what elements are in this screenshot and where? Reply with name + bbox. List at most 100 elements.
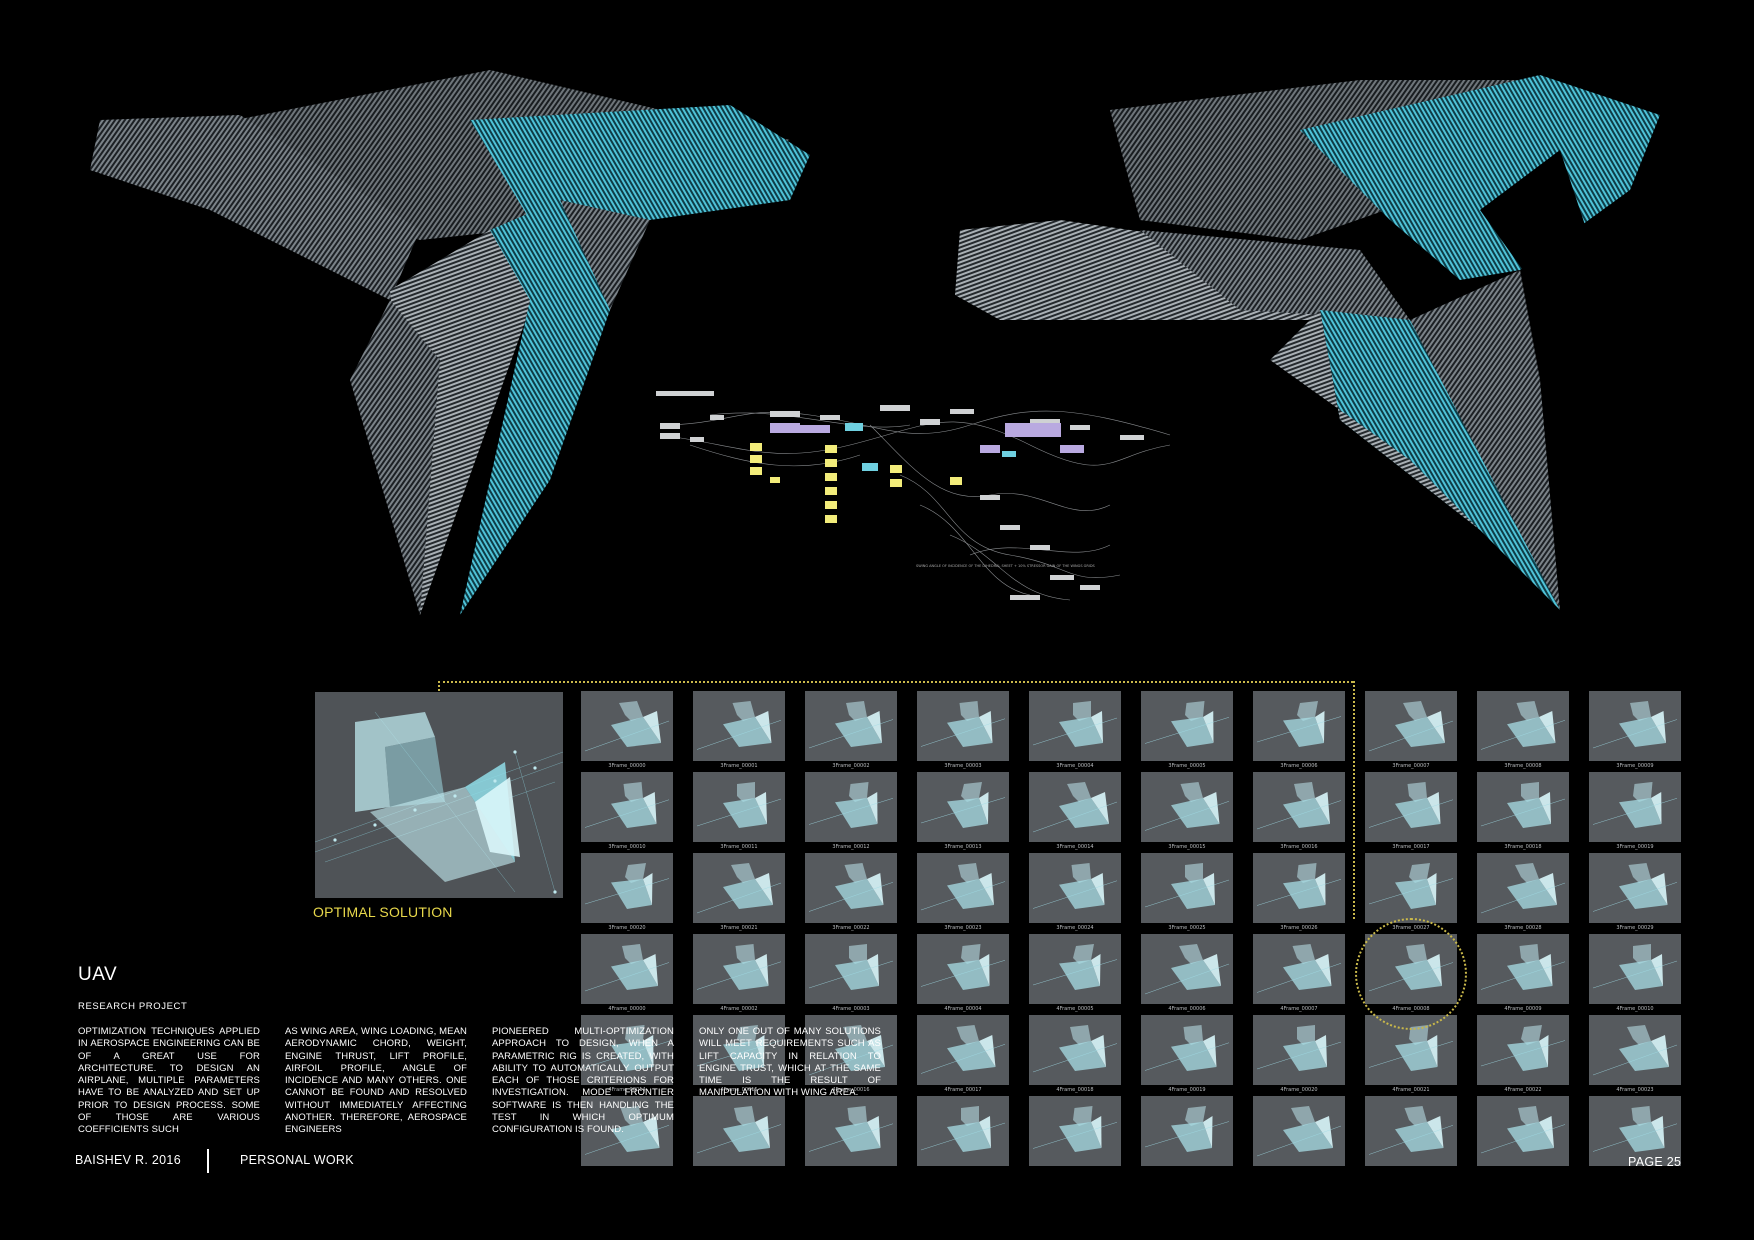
frame-thumbnail[interactable]: 3Frame_00004 (1029, 691, 1121, 769)
frame-thumbnail[interactable] (917, 1096, 1009, 1166)
frame-thumbnail[interactable]: 4Frame_00014 (581, 1015, 673, 1093)
frame-render (584, 782, 670, 828)
frame-label: 3Frame_00001 (720, 763, 758, 769)
frame-thumbnail[interactable]: 3Frame_00003 (917, 691, 1009, 769)
frame-thumbnail[interactable] (581, 1096, 673, 1166)
frame-thumbnail[interactable]: 4Frame_00022 (1477, 1015, 1569, 1093)
frame-thumbnail[interactable]: 3Frame_00002 (805, 691, 897, 769)
frame-render (808, 1106, 894, 1152)
frame-render (1592, 944, 1678, 990)
frame-render (584, 1025, 670, 1071)
frame-label: 3Frame_00007 (1392, 763, 1430, 769)
frame-label: 4Frame_00010 (1616, 1006, 1654, 1012)
frame-thumbnail[interactable]: 3Frame_00009 (1589, 691, 1681, 769)
frame-thumbnail[interactable]: 4Frame_00017 (917, 1015, 1009, 1093)
frame-thumbnail[interactable] (1365, 1096, 1457, 1166)
frame-thumbnail[interactable]: 4Frame_00010 (1589, 934, 1681, 1012)
frame-thumbnail[interactable]: 3Frame_00018 (1477, 772, 1569, 850)
frame-thumbnail[interactable]: 4Frame_00018 (1029, 1015, 1121, 1093)
selected-frame-ring (1355, 918, 1467, 1030)
frame-label: 4Frame_00015 (720, 1087, 758, 1093)
optimal-solution-viewport[interactable] (315, 692, 563, 898)
frame-render (1144, 863, 1230, 909)
frame-label: 4Frame_00022 (1504, 1087, 1542, 1093)
frame-thumbnail[interactable]: 3Frame_00019 (1589, 772, 1681, 850)
frame-thumbnail[interactable]: 4Frame_00019 (1141, 1015, 1233, 1093)
frame-thumbnail[interactable]: 3Frame_00013 (917, 772, 1009, 850)
frame-thumbnail[interactable]: 3Frame_00011 (693, 772, 785, 850)
frame-thumbnail[interactable] (693, 1096, 785, 1166)
frame-thumbnail[interactable]: 3Frame_00008 (1477, 691, 1569, 769)
frame-thumbnail[interactable]: 3Frame_00021 (693, 853, 785, 931)
frame-thumbnail[interactable]: 4Frame_00007 (1253, 934, 1345, 1012)
frame-thumbnail[interactable]: 3Frame_00024 (1029, 853, 1121, 931)
frame-thumbnail[interactable]: 4Frame_00023 (1589, 1015, 1681, 1093)
frame-render (1368, 1025, 1454, 1071)
frame-render (1256, 1025, 1342, 1071)
frame-thumbnail[interactable] (1589, 1096, 1681, 1166)
frame-thumbnail[interactable]: 3Frame_00029 (1589, 853, 1681, 931)
body-text-column-3: pioneered multi-optimization approach to… (492, 1026, 674, 1136)
frame-thumbnail[interactable]: 3Frame_00017 (1365, 772, 1457, 850)
frame-thumbnail[interactable]: 3Frame_00001 (693, 691, 785, 769)
frame-render (1256, 1106, 1342, 1157)
frame-render (1480, 782, 1566, 828)
frame-thumbnail[interactable]: 3Frame_00028 (1477, 853, 1569, 931)
frame-thumbnail[interactable]: 4Frame_00009 (1477, 934, 1569, 1012)
frame-thumbnail[interactable]: 4Frame_00003 (805, 934, 897, 1012)
frame-render (696, 944, 782, 990)
frame-thumbnail[interactable]: 4Frame_00004 (917, 934, 1009, 1012)
frame-thumbnail[interactable] (1029, 1096, 1121, 1166)
frame-thumbnail[interactable] (1477, 1096, 1569, 1166)
frame-render (1032, 1106, 1118, 1152)
frame-render (1144, 782, 1230, 831)
frame-label: 3Frame_00010 (608, 844, 646, 850)
frame-render (696, 701, 782, 750)
frame-thumbnail[interactable]: 3Frame_00015 (1141, 772, 1233, 850)
frame-thumbnail[interactable]: 3Frame_00014 (1029, 772, 1121, 850)
frame-render (1592, 701, 1678, 749)
frame-label: 3Frame_00026 (1280, 925, 1318, 931)
frame-thumbnail[interactable]: 4Frame_00005 (1029, 934, 1121, 1012)
frame-thumbnail[interactable]: 3Frame_00026 (1253, 853, 1345, 931)
frame-thumbnail[interactable]: 3Frame_00010 (581, 772, 673, 850)
frame-render (696, 1025, 782, 1071)
frame-thumbnail[interactable]: 4Frame_00000 (581, 934, 673, 1012)
frame-label: 3Frame_00023 (944, 925, 982, 931)
frame-thumbnail[interactable]: 3Frame_00005 (1141, 691, 1233, 769)
frame-label: 4Frame_00023 (1616, 1087, 1654, 1093)
frame-label: 3Frame_00019 (1616, 844, 1654, 850)
frame-thumbnail[interactable]: 3Frame_00016 (1253, 772, 1345, 850)
frame-thumbnail[interactable]: 4Frame_00015 (693, 1015, 785, 1093)
frame-thumbnail[interactable]: 4Frame_00020 (1253, 1015, 1345, 1093)
frame-thumbnail[interactable]: 3Frame_00022 (805, 853, 897, 931)
frame-render (920, 1106, 1006, 1152)
frame-label: 3Frame_00004 (1056, 763, 1094, 769)
frame-thumbnail[interactable]: 3Frame_00025 (1141, 853, 1233, 931)
frame-thumbnail[interactable]: 4Frame_00002 (693, 934, 785, 1012)
frame-thumbnail[interactable]: 3Frame_00006 (1253, 691, 1345, 769)
frame-label: 3Frame_00012 (832, 844, 870, 850)
frame-render (808, 782, 894, 828)
body-text-column-2: as wing area, wing loading, mean aerodyn… (285, 1026, 467, 1136)
frame-render (1480, 701, 1566, 750)
frame-label: 3Frame_00011 (720, 844, 758, 850)
frame-thumbnail[interactable]: 3Frame_00000 (581, 691, 673, 769)
frame-label: 3Frame_00015 (1168, 844, 1206, 850)
frame-thumbnail[interactable]: 3Frame_00020 (581, 853, 673, 931)
project-subtitle: RESEARCH PROJECT (78, 1001, 188, 1012)
frame-render (920, 863, 1006, 911)
frame-thumbnail[interactable]: 3Frame_00007 (1365, 691, 1457, 769)
frame-label: 3Frame_00020 (608, 925, 646, 931)
frame-thumbnail[interactable]: 4Frame_00016 (805, 1015, 897, 1093)
frame-thumbnail[interactable] (805, 1096, 897, 1166)
frame-thumbnail[interactable] (1141, 1096, 1233, 1166)
frame-label: 3Frame_00025 (1168, 925, 1206, 931)
frame-thumbnail[interactable]: 3Frame_00012 (805, 772, 897, 850)
frame-render (1256, 944, 1342, 993)
frame-thumbnail[interactable]: 3Frame_00023 (917, 853, 1009, 931)
frame-thumbnail[interactable]: 3Frame_00027 (1365, 853, 1457, 931)
frame-thumbnail[interactable]: 4Frame_00006 (1141, 934, 1233, 1012)
frame-label: 3Frame_00014 (1056, 844, 1094, 850)
frame-thumbnail[interactable] (1253, 1096, 1345, 1166)
